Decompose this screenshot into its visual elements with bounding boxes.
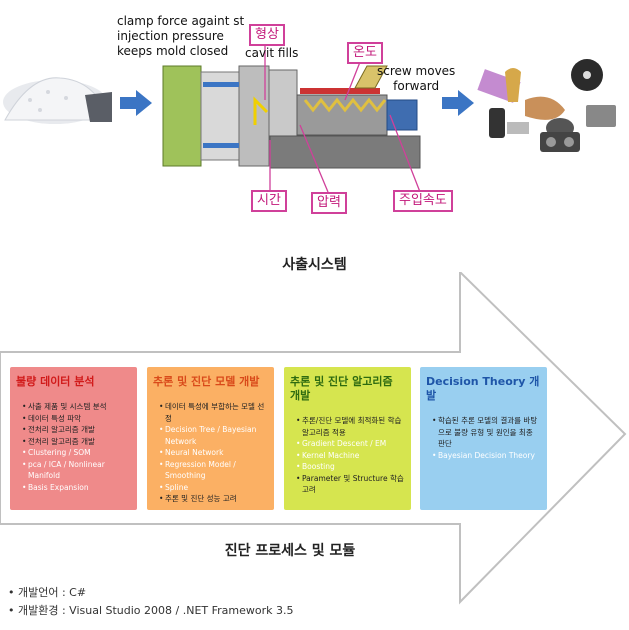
module-list-decision-theory: 학습된 추론 모델의 결과를 바탕으로 불량 유형 및 원인을 최종 판단 Ba… [426, 415, 541, 461]
list-item: Neural Network [159, 447, 268, 459]
module-title-inference-algorithm: 추론 및 진단 알고리즘 개발 [290, 375, 393, 402]
module-list-inference-model: 데이터 특성에 부합하는 모델 선정 Decision Tree / Bayes… [153, 401, 268, 505]
clamp-caption-line2: injection pressure [117, 29, 224, 43]
screw-caption-line2: forward [393, 79, 440, 93]
module-box-decision-theory: Decision Theory 개발 학습된 추론 모델의 결과를 바탕으로 불… [420, 367, 547, 510]
parameter-pointer-lines [264, 42, 421, 193]
module-title-data-analysis: 불량 데이터 분석 [16, 375, 95, 388]
list-item: 전처리 알고리즘 개발 [22, 424, 131, 436]
module-list-data-analysis: 사출 제품 및 시스템 분석 데이터 특성 파악 전처리 알고리즘 개발 전처리… [16, 401, 131, 493]
list-item: pca / ICA / Nonlinear Manifold [22, 459, 131, 482]
module-box-data-analysis: 불량 데이터 분석 사출 제품 및 시스템 분석 데이터 특성 파악 전처리 알… [10, 367, 137, 510]
injection-system-illustration [3, 42, 616, 193]
screw-caption-line1: screw moves [377, 64, 456, 78]
list-item: Clustering / SOM [22, 447, 131, 459]
label-shape: 형상 [249, 24, 285, 46]
list-item: 학습된 추론 모델의 결과를 바탕으로 불량 유형 및 원인을 최종 판단 [432, 415, 541, 450]
process-title: 진단 프로세스 및 모듈 [224, 543, 356, 559]
cavit-fills-caption: cavit fills [245, 46, 299, 60]
module-box-inference-model: 추론 및 진단 모델 개발 데이터 특성에 부합하는 모델 선정 Decisio… [147, 367, 274, 510]
list-item: 전처리 알고리즘 개발 [22, 436, 131, 448]
label-temperature: 온도 [347, 42, 383, 64]
list-item: 추론 및 진단 성능 고려 [159, 493, 268, 505]
label-time: 시간 [251, 190, 287, 212]
list-item: 추론/진단 모델에 최적화된 학습 알고리즘 적용 [296, 415, 405, 438]
screw-caption: screw moves forward [377, 64, 455, 94]
injection-system-title: 사출시스템 [282, 257, 347, 273]
clamp-caption-line1: clamp force againt st [117, 14, 245, 28]
injection-machine-diagram [162, 65, 421, 169]
clamp-caption-line3: keeps mold closed [117, 44, 229, 58]
dev-language-info: • 개발언어 : C# [8, 586, 87, 599]
list-item: 사출 제품 및 시스템 분석 [22, 401, 131, 413]
module-title-decision-theory: Decision Theory 개발 [426, 375, 540, 402]
list-item: 데이터 특성에 부합하는 모델 선정 [159, 401, 268, 424]
list-item: Spline [159, 482, 268, 494]
plastic-products-image [477, 59, 616, 152]
module-box-inference-algorithm: 추론 및 진단 알고리즘 개발 추론/진단 모델에 최적화된 학습 알고리즘 적… [284, 367, 411, 510]
label-pressure: 압력 [311, 192, 347, 214]
list-item: Regression Model / Smoothing [159, 459, 268, 482]
module-list-inference-algorithm: 추론/진단 모델에 최적화된 학습 알고리즘 적용 Gradient Desce… [290, 415, 405, 496]
list-item: Bayesian Decision Theory [432, 450, 541, 462]
plastic-pellets-image [3, 77, 112, 124]
list-item: Gradient Descent / EM [296, 438, 405, 450]
list-item: Decision Tree / Bayesian Network [159, 424, 268, 447]
flow-arrow-left [120, 90, 152, 116]
module-title-inference-model: 추론 및 진단 모델 개발 [153, 375, 260, 388]
label-injection-speed: 주입속도 [393, 190, 453, 212]
dev-environment-info: • 개발환경 : Visual Studio 2008 / .NET Frame… [8, 604, 294, 617]
clamp-force-caption: clamp force againt st injection pressure… [117, 14, 244, 59]
list-item: 데이터 특성 파악 [22, 413, 131, 425]
flow-arrow-right [442, 90, 474, 116]
list-item: Parameter 및 Structure 학습 고려 [296, 473, 405, 496]
list-item: Boosting [296, 461, 405, 473]
list-item: Basis Expansion [22, 482, 131, 494]
list-item: Kernel Machine [296, 450, 405, 462]
